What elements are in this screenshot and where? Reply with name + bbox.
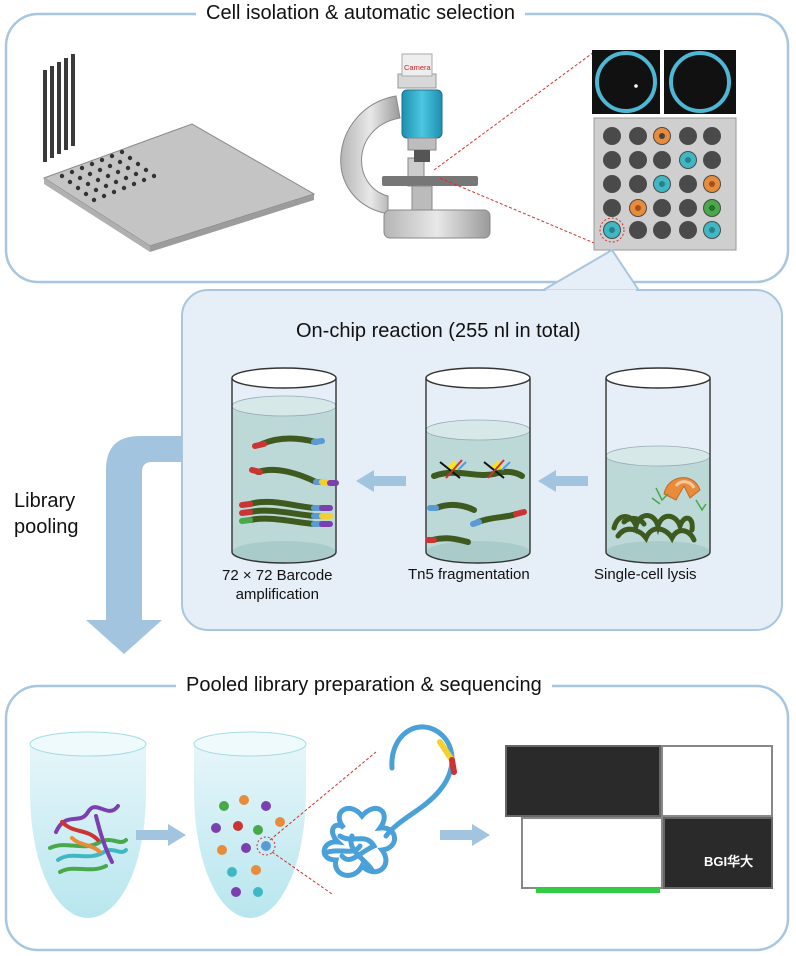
chip-with-pipettes — [42, 54, 316, 252]
beaker-barcode-amplification — [231, 367, 339, 564]
arrow-tube-to-tube — [136, 824, 186, 846]
bgi-logo: BGI华大 — [704, 854, 753, 869]
library-pooling-label: Library pooling — [14, 490, 79, 538]
callout-pointer — [536, 248, 642, 293]
step-label-tn5: Tn5 fragmentation — [408, 566, 530, 583]
top-panel-title: Cell isolation & automatic selection — [196, 2, 526, 25]
arrow-lysis-to-tn5 — [538, 470, 588, 492]
step-label-barcode: 72 × 72 Barcode amplification — [222, 567, 333, 603]
microscope: Camera — [340, 53, 491, 239]
zoom-lines-bottom — [269, 751, 377, 895]
camera-label: Camera — [404, 63, 432, 72]
middle-panel-title: On-chip reaction (255 nl in total) — [296, 320, 581, 342]
library-pooling-arrow — [86, 436, 182, 654]
arrow-tn5-to-barcode — [356, 470, 406, 492]
beaker-tn5-fragmentation — [425, 367, 531, 564]
beaker-single-cell-lysis — [605, 367, 711, 564]
bottom-panel-title: Pooled library preparation & sequencing — [176, 674, 552, 697]
well-array — [592, 50, 737, 251]
zoom-lines — [433, 51, 607, 249]
step-label-lysis: Single-cell lysis — [594, 566, 697, 583]
dna-nanoball — [321, 724, 457, 878]
tube-pooled-cells — [29, 731, 147, 918]
arrow-to-sequencer — [440, 824, 490, 846]
tube-fragmented-library — [193, 731, 307, 918]
sequencer: BGI华大 — [505, 745, 773, 893]
